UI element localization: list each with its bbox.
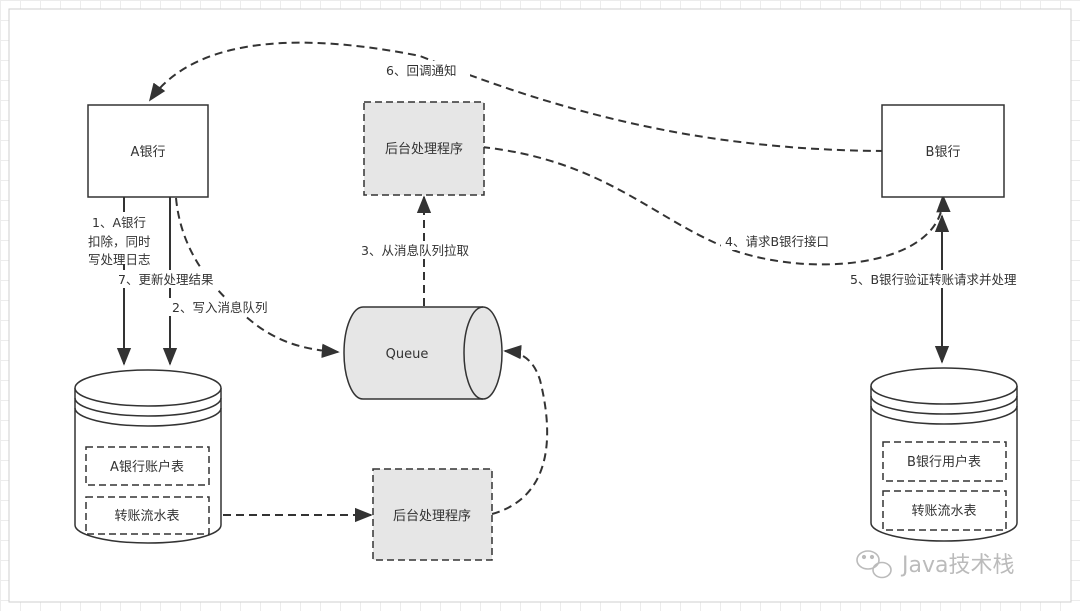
table-b-flow-label: 转账流水表 xyxy=(911,504,976,519)
node-processor-top xyxy=(363,101,485,196)
node-processor-top-label: 后台处理程序 xyxy=(385,142,463,157)
table-a-flow-label: 转账流水表 xyxy=(114,509,179,524)
wechat-icon xyxy=(856,550,892,579)
node-processor-bottom xyxy=(372,468,493,561)
node-queue xyxy=(343,306,503,400)
table-a-account-label: A银行账户表 xyxy=(110,459,184,475)
label-step1-line2: 扣除，同时 xyxy=(88,234,151,249)
label-step1-line3: 写处理日志 xyxy=(88,252,151,267)
database-a xyxy=(74,369,222,544)
node-queue-label: Queue xyxy=(386,347,429,362)
watermark-text: Java技术栈 xyxy=(900,553,1014,578)
node-bank-a xyxy=(87,104,209,198)
node-bank-a-label: A银行 xyxy=(131,145,166,160)
edge-processor-to-queue xyxy=(491,344,549,515)
node-processor-bottom-label: 后台处理程序 xyxy=(393,509,471,524)
label-step7: 7、更新处理结果 xyxy=(118,272,214,287)
label-step6: 6、回调通知 xyxy=(386,63,456,78)
label-step1-line1: 1、A银行 xyxy=(92,215,146,230)
label-step4: 4、请求B银行接口 xyxy=(725,234,829,249)
edge-write-queue xyxy=(175,197,340,359)
label-step5: 5、B银行验证转账请求并处理 xyxy=(850,272,1017,287)
table-b-user-label: B银行用户表 xyxy=(907,454,981,470)
database-b xyxy=(870,367,1018,542)
label-step2: 2、写入消息队列 xyxy=(172,300,267,315)
node-bank-b-label: B银行 xyxy=(926,145,961,160)
label-step3: 3、从消息队列拉取 xyxy=(361,243,469,258)
node-bank-b xyxy=(881,104,1005,198)
